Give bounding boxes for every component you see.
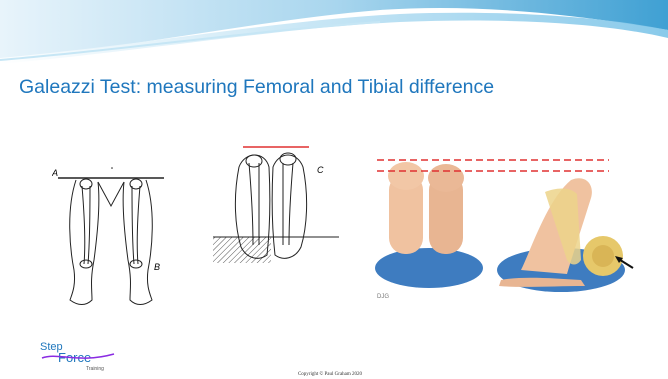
diagram-legs-front-view: A B	[52, 160, 170, 310]
label-a: A	[52, 168, 58, 178]
label-c: C	[317, 165, 324, 175]
illustration-galeazzi-test: DJG	[371, 140, 656, 302]
label-b: B	[154, 262, 160, 272]
header-wave	[0, 0, 668, 70]
copyright-footer: Copyright © Paul Graham 2020	[220, 372, 440, 377]
step-force-logo: Step Force Training	[38, 336, 130, 374]
illustration-credit: DJG	[377, 294, 389, 300]
svg-text:Training: Training	[86, 366, 104, 372]
slide-title: Galeazzi Test: measuring Femoral and Tib…	[19, 76, 659, 99]
diagram-knees-flexed: C	[213, 137, 341, 272]
